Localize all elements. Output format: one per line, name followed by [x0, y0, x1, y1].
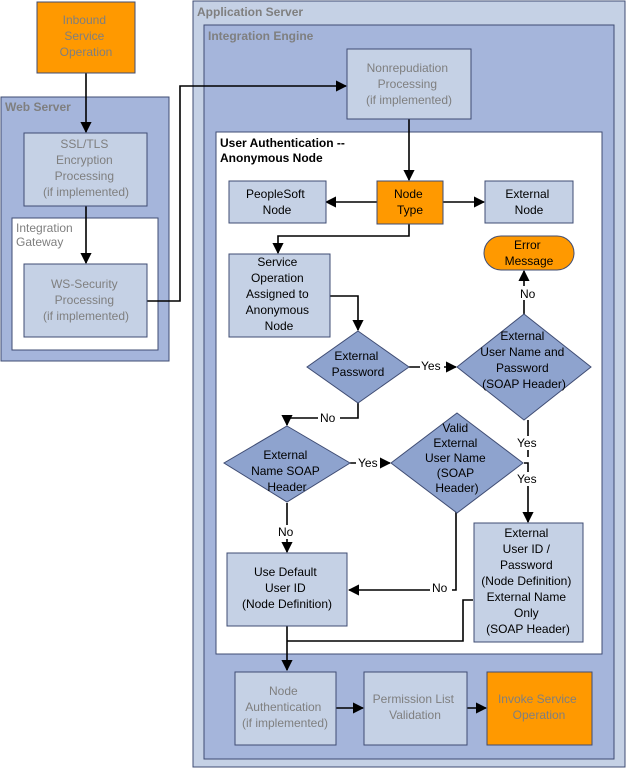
service-operation-box	[228, 253, 331, 338]
ws-security-box	[23, 263, 148, 338]
edge-valid-extuserid	[522, 462, 534, 524]
edge-labels: Yes No No Yes Yes Yes No No	[276, 286, 539, 595]
peoplesoft-node-label: PeopleSoft Node	[246, 187, 308, 217]
valid-external-label: Valid External User Name (SOAP Header)	[425, 421, 489, 495]
label-yes-extpw: Yes	[421, 359, 441, 373]
external-userid-box	[473, 522, 584, 643]
label-no-extname: No	[278, 525, 294, 539]
integration-engine-title: Integration Engine	[208, 29, 314, 43]
peoplesoft-node-box	[228, 180, 327, 224]
edge-service-extpw	[330, 295, 364, 332]
inbound-label: Inbound Service Operation	[60, 13, 113, 59]
external-user-pw-label: External User Name and Password (SOAP He…	[480, 329, 567, 391]
node-type-box	[376, 180, 444, 225]
external-userid-label: External User ID / Password (Node Defini…	[481, 526, 574, 636]
edge-ws-nonrep	[147, 80, 348, 302]
edge-extuserid-nodeauth	[287, 599, 473, 642]
external-user-pw-decision	[456, 313, 592, 421]
edge-nodetype-service	[272, 224, 410, 255]
ws-security-label: WS-Security Processing (if implemented)	[43, 277, 129, 323]
node-auth-label: Node Authentication (if implemented)	[242, 684, 328, 730]
use-default-label: Use Default User ID (Node Definition)	[242, 565, 332, 611]
label-no-extpw: No	[320, 411, 336, 425]
label-yes-extuserpw: Yes	[517, 436, 537, 450]
external-node-label: External Node	[505, 187, 552, 217]
external-password-decision	[306, 330, 410, 404]
error-message-box	[483, 235, 575, 271]
permission-list-label: Permission List Validation	[373, 692, 458, 722]
label-no-error: No	[520, 287, 536, 301]
invoke-service-box	[486, 671, 593, 746]
user-auth-title: User Authentication -- Anonymous Node	[220, 136, 348, 165]
valid-external-decision	[390, 412, 524, 514]
web-server-title: Web Server	[5, 100, 71, 114]
permission-list-box	[363, 671, 468, 746]
inbound-box	[36, 1, 136, 74]
external-password-label: External Password	[332, 349, 385, 379]
external-name-soap-label: External Name SOAP Header	[251, 448, 323, 494]
service-operation-label: Service Operation Assigned to Anonymous …	[246, 255, 313, 333]
external-node-box	[484, 180, 574, 224]
node-type-label: Node Type	[394, 187, 426, 217]
use-default-box	[226, 552, 348, 627]
ssl-box	[23, 132, 148, 207]
label-yes-valid: Yes	[517, 472, 537, 486]
node-auth-box	[234, 671, 337, 746]
label-yes-extname: Yes	[358, 456, 378, 470]
app-server-title: Application Server	[197, 5, 303, 19]
invoke-service-label: Invoke Service Operation	[498, 692, 580, 722]
ssl-label: SSL/TLS Encryption Processing (if implem…	[43, 137, 129, 199]
label-no-valid: No	[432, 581, 448, 595]
nonrepudiation-box	[346, 48, 472, 120]
edge-valid-default	[347, 495, 457, 596]
external-name-soap-decision	[223, 425, 351, 503]
nonrepudiation-label: Nonrepudiation Processing (if implemente…	[366, 61, 452, 107]
integration-gateway-title: Integration Gateway	[16, 221, 76, 249]
error-message-label: Error Message	[505, 238, 554, 268]
